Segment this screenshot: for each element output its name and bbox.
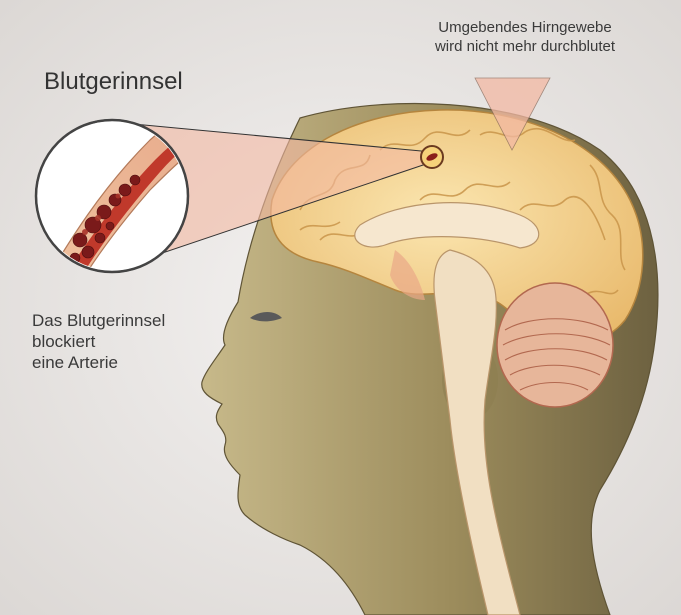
tissue-label-line-1: Umgebendes Hirngewebe bbox=[405, 18, 645, 37]
block-label-line-2: blockiert bbox=[32, 331, 165, 352]
clot-title: Blutgerinnsel bbox=[44, 68, 183, 96]
tissue-label: Umgebendes Hirngewebe wird nicht mehr du… bbox=[405, 18, 645, 56]
tissue-label-line-2: wird nicht mehr durchblutet bbox=[405, 37, 645, 56]
block-label-line-3: eine Arterie bbox=[32, 352, 165, 373]
block-label-line-1: Das Blutgerinnsel bbox=[32, 310, 165, 331]
block-label: Das Blutgerinnsel blockiert eine Arterie bbox=[32, 310, 165, 373]
cerebellum bbox=[497, 283, 613, 407]
